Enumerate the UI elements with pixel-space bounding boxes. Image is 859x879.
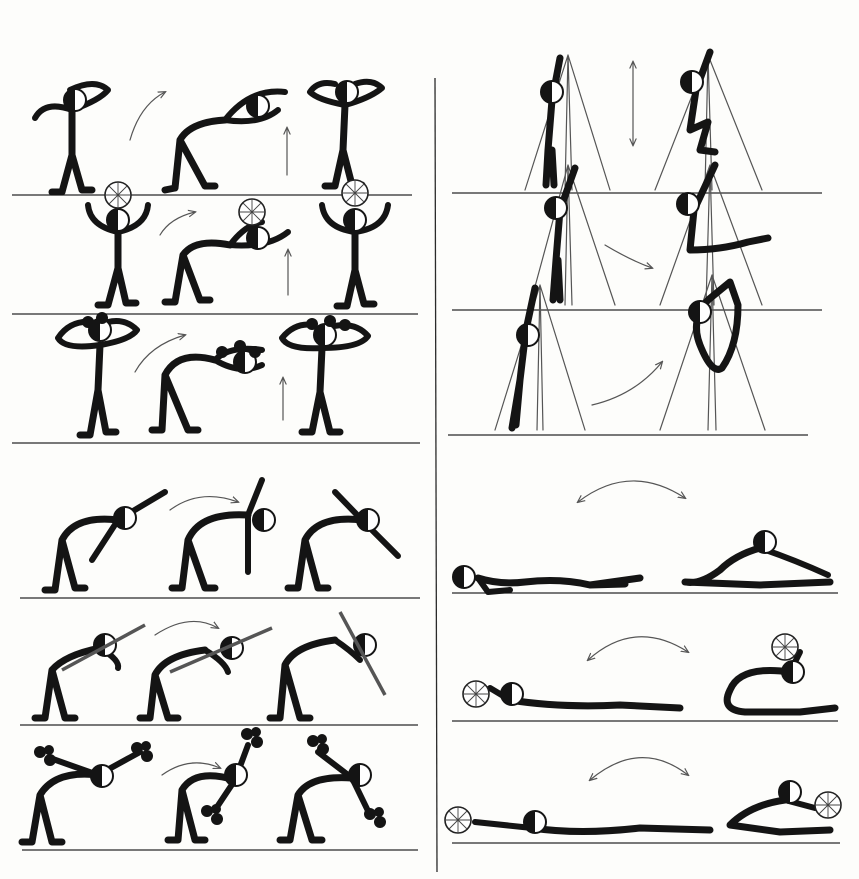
- stick-figure-icon: [463, 681, 680, 708]
- center-divider: [435, 78, 437, 872]
- wall-bars-icon: [660, 165, 762, 305]
- stick-figure-icon: [35, 625, 145, 718]
- arc-arrow-icon: [135, 335, 185, 372]
- stick-figure-icon: [288, 492, 398, 588]
- arc-arrow-icon: [592, 362, 662, 405]
- arc-arrow-icon: [588, 637, 688, 660]
- arc-arrow-icon: [578, 481, 685, 502]
- dumbbell-icon: [201, 804, 223, 825]
- stick-figure-icon: [512, 288, 539, 428]
- panel-top-left: [12, 81, 420, 443]
- stick-figure-icon: [685, 531, 830, 585]
- stick-figure-icon: [453, 566, 640, 592]
- dumbbell-icon: [307, 734, 329, 755]
- dumbbell-icon: [364, 807, 386, 828]
- arc-arrow-icon: [130, 92, 165, 140]
- stick-figure-icon: [45, 492, 165, 590]
- stick-figure-icon: [152, 340, 262, 430]
- arc-arrow-icon: [170, 497, 238, 510]
- stick-figure-icon: [310, 81, 382, 186]
- stick-figure-icon: [727, 634, 835, 712]
- stick-figure-icon: [22, 741, 153, 842]
- stick-figure-icon: [165, 199, 288, 302]
- stick-figure-icon: [270, 612, 385, 718]
- stick-figure-icon: [322, 180, 388, 306]
- panel-bottom-left: [20, 480, 420, 850]
- gymnastic-stick-icon: [62, 625, 145, 670]
- gymnastic-stick-icon: [340, 612, 385, 695]
- stick-figure-icon: [165, 92, 285, 190]
- wall-bars-icon: [495, 285, 585, 430]
- stick-figure-icon: [730, 781, 841, 832]
- arc-arrow-icon: [160, 212, 195, 235]
- dumbbell-icon: [241, 727, 263, 748]
- stick-figure-icon: [172, 480, 275, 588]
- stick-figure-icon: [445, 807, 710, 833]
- arc-arrow-icon: [590, 758, 688, 780]
- arc-arrow-icon: [605, 245, 652, 268]
- stick-figure-icon: [541, 58, 563, 185]
- stick-figure-icon: [168, 727, 263, 840]
- stick-figure-icon: [677, 165, 768, 250]
- arc-arrow-icon: [155, 621, 218, 635]
- stick-figure-icon: [282, 315, 368, 432]
- dumbbell-icon: [34, 745, 56, 766]
- stick-figure-icon: [58, 312, 137, 435]
- panel-bottom-right: [445, 481, 841, 843]
- stick-figure-icon: [88, 182, 148, 305]
- stick-figure-icon: [35, 84, 108, 192]
- stick-figure-icon: [280, 734, 386, 840]
- panel-top-right: [448, 52, 822, 435]
- stick-figure-icon: [140, 628, 272, 718]
